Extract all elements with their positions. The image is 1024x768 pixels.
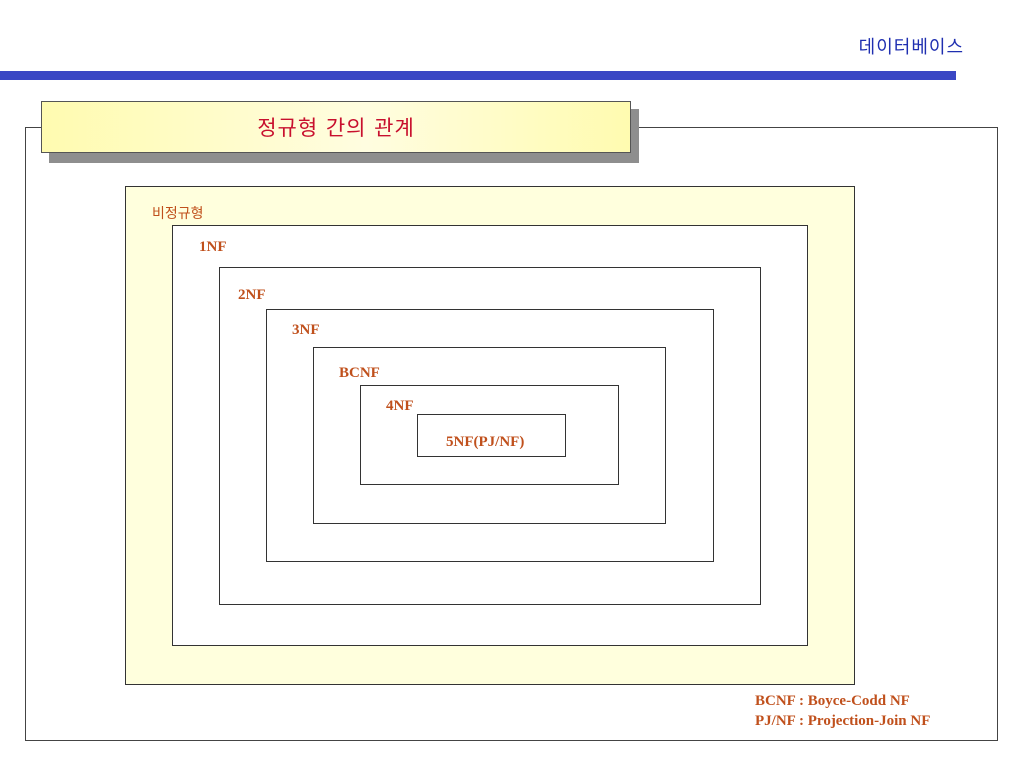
header-rule: [0, 71, 956, 80]
slide-title-box: 정규형 간의 관계: [41, 101, 631, 153]
legend-bcnf: BCNF : Boyce-Codd NF: [755, 693, 910, 709]
label-3nf: 3NF: [292, 322, 320, 338]
label-5nf: 5NF(PJ/NF): [446, 434, 525, 450]
label-unnormalized: 비정규형: [152, 206, 204, 222]
legend-pjnf: PJ/NF : Projection-Join NF: [755, 713, 931, 729]
legend: BCNF : Boyce-Codd NF PJ/NF : Projection-…: [755, 691, 930, 731]
slide-title: 정규형 간의 관계: [257, 116, 415, 140]
box-5nf: [417, 414, 566, 457]
label-bcnf: BCNF: [339, 365, 380, 381]
label-1nf: 1NF: [199, 239, 227, 255]
label-4nf: 4NF: [386, 398, 414, 414]
header-title: 데이터베이스: [858, 37, 964, 58]
label-2nf: 2NF: [238, 287, 266, 303]
